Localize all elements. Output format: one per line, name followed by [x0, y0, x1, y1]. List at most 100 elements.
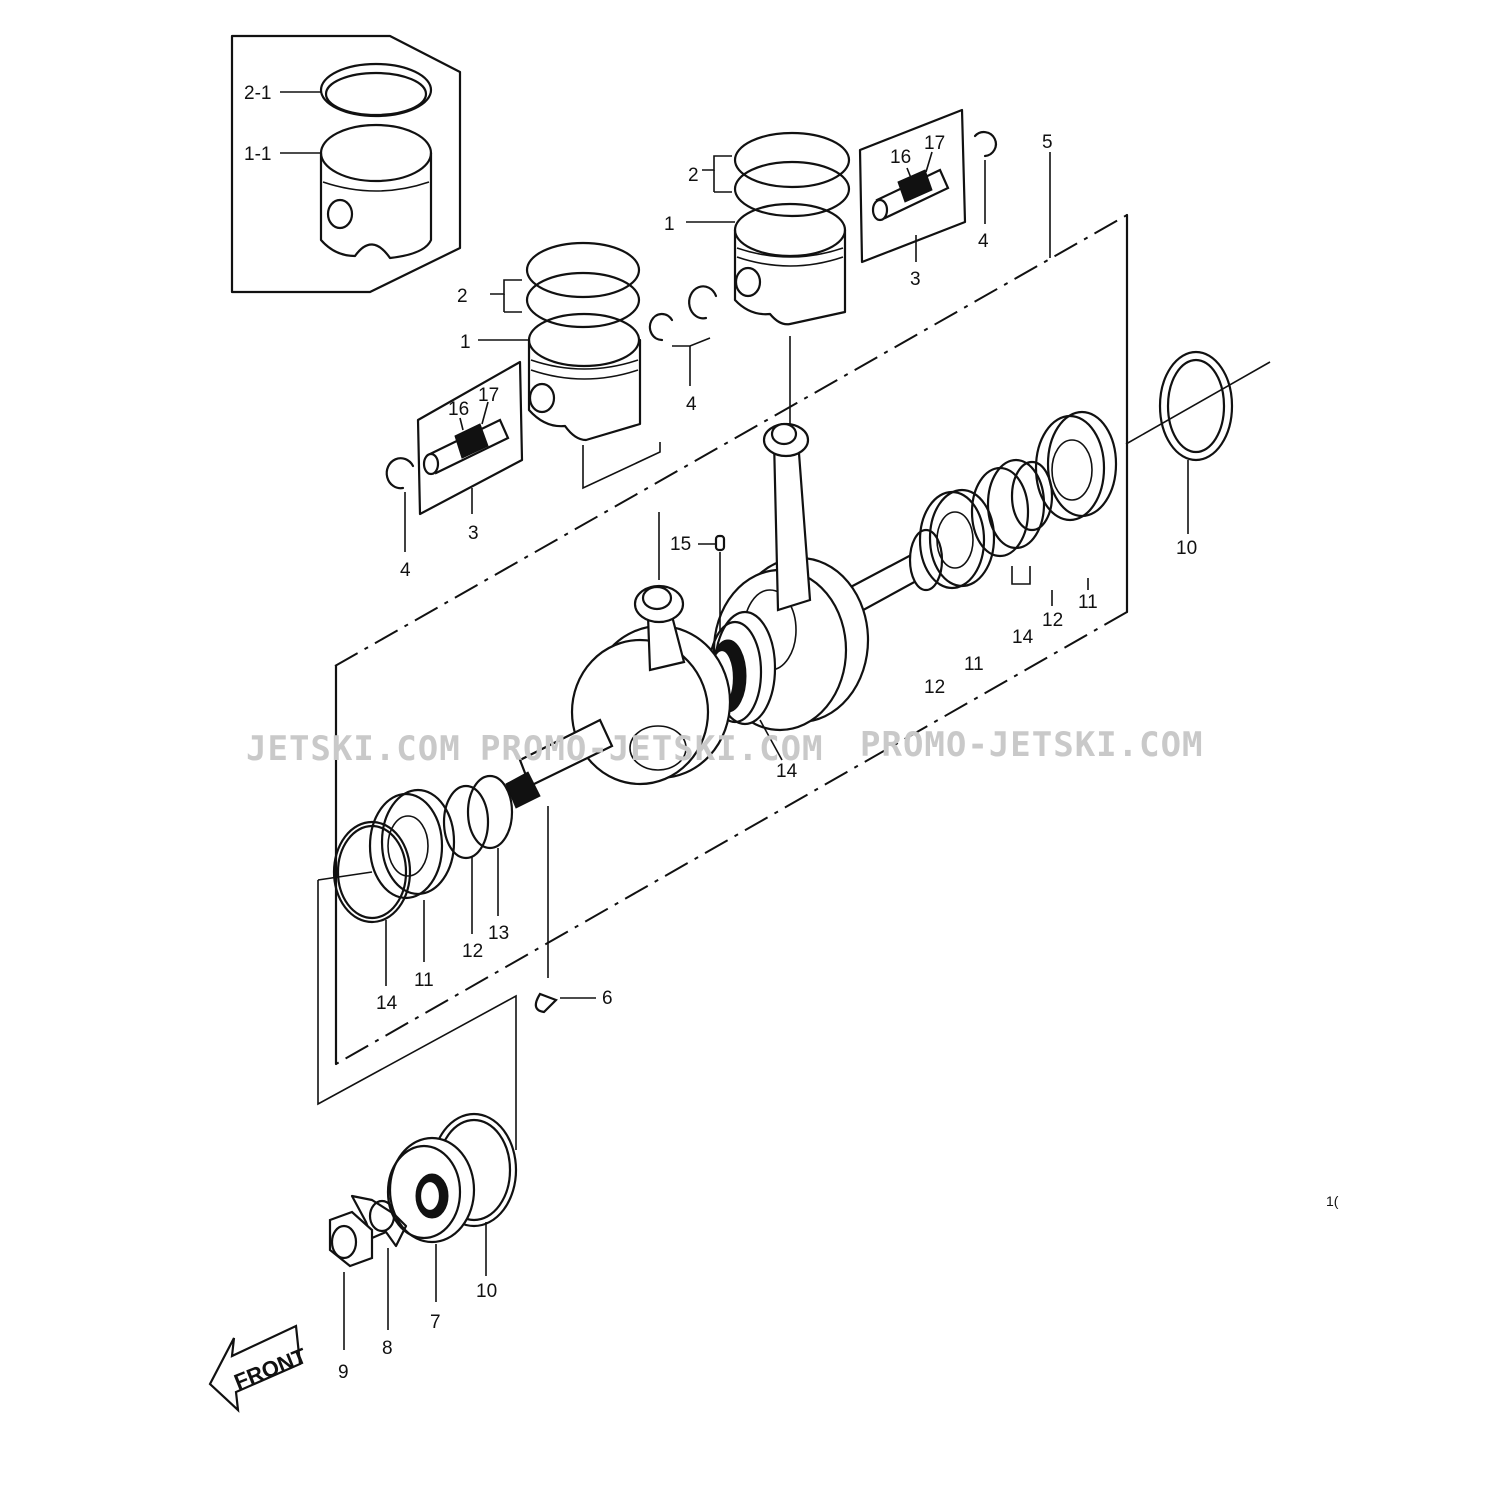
front-arrow-icon [208, 1324, 302, 1413]
label-4-rear: 4 [686, 394, 697, 415]
piston-assembly-front [385, 241, 674, 552]
piston-front-grooves [530, 359, 639, 380]
label-3-rear: 3 [910, 269, 921, 290]
circlip-front-right [648, 312, 674, 342]
bearing-left-outer [380, 788, 456, 896]
label-6: 6 [602, 988, 613, 1009]
label-1-rear: 1 [664, 214, 675, 235]
leader-2-front [490, 279, 522, 295]
label-4-front: 4 [400, 560, 411, 581]
label-16-front: 16 [448, 399, 469, 420]
label-14-center: 14 [776, 761, 798, 782]
lock-washer-8 [350, 1194, 408, 1248]
spacer-ring-right [1010, 460, 1054, 532]
label-2-front: 2 [457, 286, 468, 307]
ring-front-2 [525, 271, 641, 329]
label-5: 5 [1042, 132, 1053, 153]
crankshaft-thread [505, 771, 541, 809]
piston-rear-pin-hole [734, 266, 762, 298]
piston-front-pin-hole [528, 382, 556, 414]
label-13: 13 [488, 923, 509, 944]
circlip-rear-right [973, 130, 997, 158]
left-side-bearings [332, 774, 514, 986]
circlip-front-left [385, 457, 415, 490]
pin-bearing-box-front [416, 360, 524, 516]
ring-upper-rear-2 [733, 160, 851, 218]
washer-13 [466, 774, 514, 850]
pin-bearing-box-rear [858, 108, 967, 264]
inset-ring-2-1-inner [324, 71, 428, 117]
piston-rear-body [733, 228, 847, 326]
piston-front-body [527, 338, 642, 442]
label-14-right: 14 [1012, 627, 1034, 648]
crankshaft [505, 422, 942, 978]
frame-bottom-edge [335, 611, 1128, 1065]
shim-washer-right [1158, 350, 1234, 462]
label-12-right: 12 [1042, 610, 1063, 631]
right-axis-centerline [1125, 361, 1271, 445]
ring-upper-rear-1 [733, 131, 851, 189]
piston-front-top [527, 312, 641, 368]
o-ring-14-left [332, 820, 412, 924]
label-12-mid: 12 [924, 677, 945, 698]
watermark-text-2: PROMO-JETSKI.COM [480, 729, 824, 769]
part-number-labels: 2-1 1-1 2 1 16 17 3 4 4 2 1 16 17 3 4 5 … [244, 83, 1339, 1383]
circlip-12-left [442, 784, 490, 860]
label-11-left: 11 [414, 970, 434, 991]
label-1-front: 1 [460, 332, 471, 353]
label-12-left: 12 [462, 941, 483, 962]
label-1-1: 1-1 [244, 144, 271, 165]
label-10-right: 10 [1176, 538, 1197, 559]
label-9: 9 [338, 1362, 349, 1383]
label-7: 7 [430, 1312, 441, 1333]
inset-box-outline [230, 34, 462, 294]
lower-front-subassembly [317, 871, 518, 1350]
connecting-rod-front [646, 614, 686, 672]
bearing-right-outer [1034, 414, 1106, 522]
connecting-rod-rear [772, 438, 812, 612]
ring-front-1 [525, 241, 641, 299]
needle-bearing-rear [897, 169, 933, 203]
leader-14-center [759, 719, 783, 761]
crankshaft-assembly-frame [334, 152, 1129, 1066]
frame-top-edge [334, 214, 1128, 667]
leader-14-right [1011, 566, 1031, 585]
label-4-right: 4 [978, 231, 989, 252]
right-side-bearings [908, 350, 1271, 606]
label-14-left: 14 [376, 993, 398, 1014]
inset-piston-body [319, 151, 433, 260]
label-2-rear: 2 [688, 165, 699, 186]
inset-piston-groove [322, 181, 430, 192]
label-11-mid: 11 [964, 654, 984, 675]
label-10-edge: 1( [1326, 1193, 1339, 1209]
label-8: 8 [382, 1338, 393, 1359]
circlip-rear-left [688, 285, 718, 320]
dowel-pin-15 [714, 534, 726, 552]
piston-assembly-rear [672, 108, 997, 430]
label-17-rear: 17 [924, 133, 945, 154]
watermark-text-1: JETSKI.COM [246, 729, 461, 769]
label-11-right: 11 [1078, 592, 1098, 613]
watermark-text-3: PROMO-JETSKI.COM [860, 725, 1204, 765]
watermark: JETSKI.COM PROMO-JETSKI.COM PROMO-JETSKI… [246, 725, 1204, 769]
front-direction-arrow: FRONT [208, 1324, 311, 1413]
label-2-1: 2-1 [244, 83, 271, 104]
inset-piston-pin-hole [326, 198, 354, 230]
inset-piston-top [319, 123, 433, 183]
label-3-front: 3 [468, 523, 479, 544]
leader-2-rear [702, 155, 732, 171]
label-15: 15 [670, 534, 691, 555]
circlip-ring-right [970, 466, 1030, 558]
woodruff-key-6 [534, 992, 596, 1014]
label-17-front: 17 [478, 385, 499, 406]
piston-rear-top [733, 202, 847, 258]
label-10-front: 10 [476, 1281, 497, 1302]
label-16-rear: 16 [890, 147, 911, 168]
needle-bearing-front [454, 423, 489, 459]
oversize-piston-inset [230, 34, 462, 294]
lower-box-lines [317, 880, 517, 1150]
leader-4-rear [672, 337, 711, 347]
piston-rear-grooves [736, 247, 844, 267]
